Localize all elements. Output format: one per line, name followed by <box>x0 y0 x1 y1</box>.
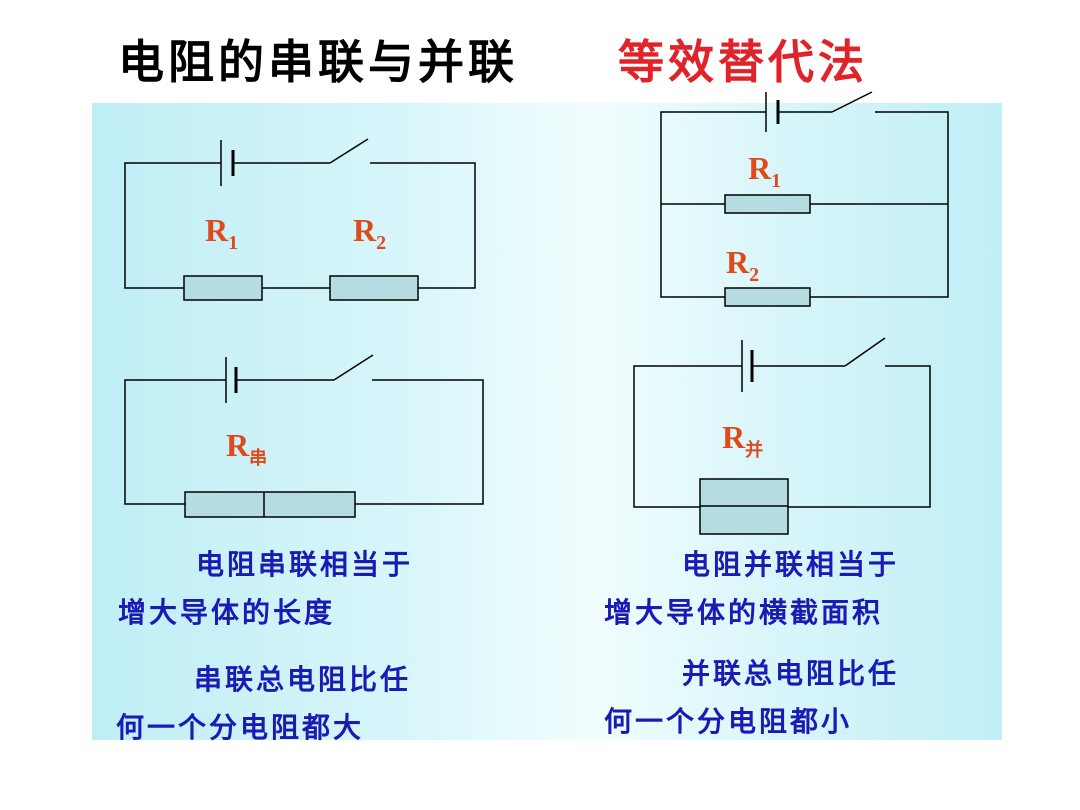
parallel-equiv-label: R并 <box>722 419 763 461</box>
parallel-area-note: 电阻并联相当于 增大导体的横截面积 <box>604 541 899 637</box>
parallel-resistor-r2 <box>724 287 811 307</box>
note-line: 增大导体的长度 <box>118 596 336 629</box>
parallel-equiv-switch <box>844 337 886 367</box>
series-equivalent-circuit <box>124 354 484 518</box>
series-length-note: 电阻串联相当于 增大导体的长度 <box>118 541 413 637</box>
parallel-resistor-r1 <box>724 194 811 214</box>
parallel-switch <box>831 91 873 113</box>
series-resistor-r2 <box>329 275 419 301</box>
series-circuit-wire <box>124 162 476 289</box>
parallel-equivalent-circuit <box>633 337 931 535</box>
note-line: 何一个分电阻都大 <box>116 711 365 744</box>
series-equiv-switch <box>333 354 374 381</box>
note-line: 增大导体的横截面积 <box>604 596 884 629</box>
note-line: 串联总电阻比任 <box>194 663 412 696</box>
page-title: 电阻的串联与并联 <box>118 35 518 89</box>
parallel-total-note: 并联总电阻比任 何一个分电阻都小 <box>604 650 899 746</box>
series-switch <box>329 138 369 164</box>
series-resistor-r1 <box>183 275 263 301</box>
parallel-circuit <box>660 91 949 307</box>
note-line: 何一个分电阻都小 <box>604 705 853 738</box>
series-equiv-label: R串 <box>226 427 267 469</box>
series-total-note: 串联总电阻比任 何一个分电阻都大 <box>116 656 411 752</box>
page-title-accent: 等效替代法 <box>618 35 868 89</box>
note-line: 电阻并联相当于 <box>682 548 900 581</box>
parallel-r2-label: R2 <box>726 244 759 286</box>
series-r2-label: R2 <box>353 212 386 254</box>
series-circuit <box>124 138 476 301</box>
content-panel <box>92 103 1002 740</box>
parallel-r1-label: R1 <box>748 150 781 192</box>
note-line: 并联总电阻比任 <box>682 657 900 690</box>
series-equiv-wire <box>124 379 484 505</box>
note-line: 电阻串联相当于 <box>196 548 414 581</box>
series-equiv-resistor <box>184 491 356 518</box>
series-r1-label: R1 <box>205 212 238 254</box>
